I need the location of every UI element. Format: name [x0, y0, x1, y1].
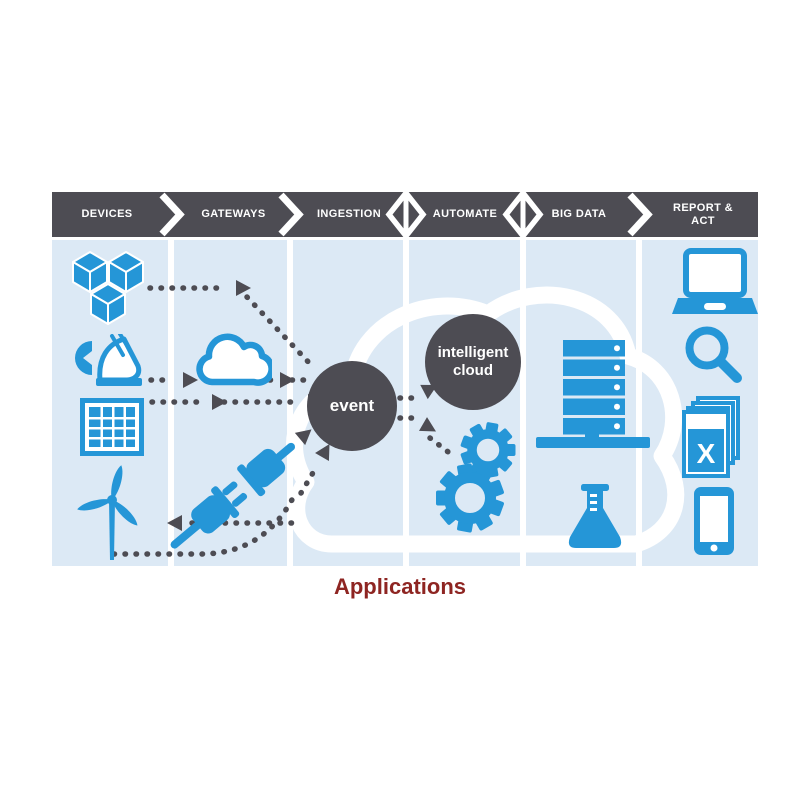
- documents-x-icon: X: [682, 396, 740, 478]
- pipeline-header: [52, 192, 758, 241]
- magnifier-icon: [685, 326, 742, 383]
- solar-panel-icon: [80, 398, 144, 456]
- meter-icon: [74, 334, 142, 386]
- stage-label-bigdata: BIG DATA: [551, 208, 607, 221]
- iot-pipeline-diagram: DEVICES GATEWAYS INGESTION AUTOMATE BIG …: [52, 192, 758, 568]
- arrow-junction-icon: [159, 192, 185, 237]
- wind-turbine-icon: [77, 465, 138, 560]
- gears-icon: [436, 422, 516, 533]
- connector-lines: [111, 280, 459, 557]
- intelligent-cloud-label: intelligent cloud: [437, 344, 509, 379]
- server-stack-icon: [536, 340, 650, 448]
- event-label: event: [329, 396, 375, 415]
- arrow-junction-icon: [627, 192, 653, 237]
- flask-icon: [568, 484, 622, 548]
- stage-label-ingestion: INGESTION: [316, 208, 382, 221]
- cloud-icon: [196, 333, 272, 386]
- event-node: event: [307, 361, 397, 451]
- stage-label-automate: AUTOMATE: [432, 208, 498, 221]
- intelligent-cloud-node: intelligent cloud: [425, 314, 521, 410]
- cubes-icon: [72, 251, 144, 325]
- stage-label-gateways: GATEWAYS: [201, 208, 266, 221]
- plug-icon: [170, 442, 296, 549]
- arrow-junction-icon: [278, 192, 304, 237]
- applications-caption: Applications: [333, 574, 466, 599]
- smartphone-icon: [694, 487, 734, 555]
- document-x-label: X: [697, 438, 716, 469]
- stage-label-devices: DEVICES: [81, 208, 133, 221]
- stage-label-report-act: REPORT & ACT: [672, 201, 734, 227]
- gear-large-icon: [436, 463, 504, 533]
- background-cloud: [286, 286, 685, 553]
- laptop-icon: [672, 248, 758, 314]
